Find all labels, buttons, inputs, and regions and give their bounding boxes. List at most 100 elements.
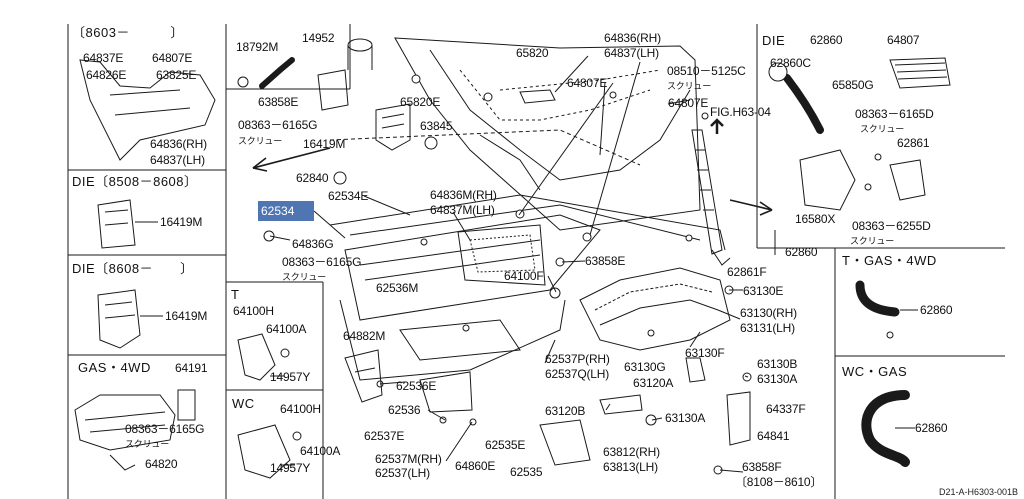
part-label[interactable]: 64100H <box>280 402 321 416</box>
panel-borders <box>67 24 1005 499</box>
part-label[interactable]: 62840 <box>296 171 329 185</box>
part-label[interactable]: 63130A <box>665 411 706 425</box>
part-label[interactable]: 62536E <box>396 379 437 393</box>
part-label[interactable]: 62537E <box>364 429 405 443</box>
part-label[interactable]: 08363－6165G <box>238 118 318 132</box>
part-label-note: スクリュー <box>125 439 170 449</box>
part-label[interactable]: 62860 <box>920 303 953 317</box>
part-label[interactable]: 63845 <box>420 119 453 133</box>
inset-wc-gas-hose <box>861 390 915 467</box>
part-label[interactable]: 64837(LH) <box>150 153 205 167</box>
part-label[interactable]: 18792M <box>236 40 279 54</box>
part-label[interactable]: 64837(LH) <box>604 46 659 60</box>
section-header-wc-gas: WC・GAS <box>842 364 908 379</box>
part-label[interactable]: 16419M <box>303 137 346 151</box>
part-label[interactable]: 64191 <box>175 361 208 375</box>
part-label[interactable]: 64100H <box>233 304 274 318</box>
part-label[interactable]: 62537P(RH) <box>545 352 610 366</box>
part-label-note: スクリュー <box>238 136 283 146</box>
part-label[interactable]: 63130A <box>757 372 798 386</box>
part-label[interactable]: 64807E <box>152 51 193 65</box>
part-label[interactable]: 62537M(RH) <box>375 452 442 466</box>
radiator-support <box>329 129 726 381</box>
part-label[interactable]: 62537(LH) <box>375 466 430 480</box>
part-label[interactable]: 14952 <box>302 31 335 45</box>
part-label[interactable]: 64837M(LH) <box>430 203 495 217</box>
part-label[interactable]: 63130B <box>757 357 798 371</box>
part-label[interactable]: 64826E <box>86 68 127 82</box>
part-label-note: スクリュー <box>282 272 327 282</box>
part-label[interactable]: 62861 <box>897 136 930 150</box>
part-label[interactable]: 08363－6165G <box>125 422 205 436</box>
highlighted-part-62534[interactable]: 62534 <box>258 201 314 221</box>
part-label[interactable]: 62536 <box>388 403 421 417</box>
fasteners <box>263 74 752 475</box>
part-label[interactable]: 64337F <box>766 402 806 416</box>
part-label[interactable]: 62861F <box>727 265 767 279</box>
part-label[interactable]: 63813(LH) <box>603 460 658 474</box>
part-label[interactable]: 14957Y <box>270 370 311 384</box>
part-label[interactable]: 64837E <box>83 51 124 65</box>
part-label[interactable]: 64100F <box>504 269 544 283</box>
part-label[interactable]: 64820 <box>145 457 178 471</box>
part-label[interactable]: 64807E <box>668 96 709 110</box>
part-label[interactable]: 63130(RH) <box>740 306 797 320</box>
part-label[interactable]: 62860 <box>785 245 818 259</box>
part-label[interactable]: 65820E <box>400 95 441 109</box>
part-label[interactable]: 64841 <box>757 429 790 443</box>
inset-hose <box>237 38 373 111</box>
part-label[interactable]: 64100A <box>266 322 307 336</box>
inset-wc-hose-clamp <box>237 424 302 479</box>
diagram-code: D21-A-H6303-001B <box>938 487 1018 497</box>
part-label[interactable]: 63120B <box>545 404 586 418</box>
leader-lines <box>269 55 776 473</box>
section-header-gas-4wd: GAS・4WD <box>78 360 151 375</box>
part-label[interactable]: 64836M(RH) <box>430 188 497 202</box>
part-label[interactable]: 63120A <box>633 376 674 390</box>
part-label[interactable]: 63130F <box>685 346 725 360</box>
section-header-t-gas-4wd: T・GAS・4WD <box>842 253 937 268</box>
part-label[interactable]: 08510－5125C <box>667 64 746 78</box>
part-label[interactable]: 16580X <box>795 212 836 226</box>
part-label[interactable]: 62536M <box>376 281 419 295</box>
part-label[interactable]: 63858E <box>585 254 626 268</box>
part-label[interactable]: 63825E <box>156 68 197 82</box>
part-label-range: 〔8108－8610〕 <box>735 475 823 489</box>
part-label[interactable]: 63858E <box>258 95 299 109</box>
part-label-note: スクリュー <box>850 236 895 246</box>
part-label[interactable]: 64860E <box>455 459 496 473</box>
part-label[interactable]: 64807E <box>567 76 608 90</box>
part-label[interactable]: 62534E <box>328 189 369 203</box>
part-label[interactable]: 64807 <box>887 33 920 47</box>
part-label[interactable]: 63130G <box>624 360 666 374</box>
part-label[interactable]: 14957Y <box>270 461 311 475</box>
hood-stay <box>691 129 731 266</box>
part-label[interactable]: 08363－6255D <box>852 219 931 233</box>
part-label[interactable]: 65850G <box>832 78 874 92</box>
part-label[interactable]: 62860 <box>810 33 843 47</box>
part-label[interactable]: 16419M <box>160 215 203 229</box>
part-label[interactable]: 63130E <box>743 284 784 298</box>
part-label[interactable]: 63812(RH) <box>603 445 660 459</box>
part-label[interactable]: 08363－6165D <box>855 107 934 121</box>
part-label[interactable]: 63131(LH) <box>740 321 795 335</box>
part-label[interactable]: 64836(RH) <box>150 137 207 151</box>
part-label[interactable]: 62535E <box>485 438 526 452</box>
part-label[interactable]: 62537Q(LH) <box>545 367 610 381</box>
part-label[interactable]: 64836(RH) <box>604 31 661 45</box>
part-label[interactable]: 65820 <box>516 46 549 60</box>
part-label[interactable]: 16419M <box>165 309 208 323</box>
figure-reference[interactable]: FIG.H63-04 <box>710 105 771 119</box>
part-label[interactable]: 08363－6165G <box>282 255 362 269</box>
section-header-t: T <box>231 287 240 302</box>
part-label[interactable]: 63858F <box>742 460 782 474</box>
inset-t-hose-clamp <box>237 333 290 381</box>
part-label[interactable]: 62860C <box>770 56 811 70</box>
part-label[interactable]: 62535 <box>510 465 543 479</box>
part-label[interactable]: 64100A <box>300 444 341 458</box>
inset-die-intake <box>768 57 951 211</box>
part-label[interactable]: 64836G <box>292 237 334 251</box>
hood-panel <box>394 37 701 231</box>
part-label[interactable]: 62860 <box>915 421 948 435</box>
part-label[interactable]: 64882M <box>343 329 386 343</box>
